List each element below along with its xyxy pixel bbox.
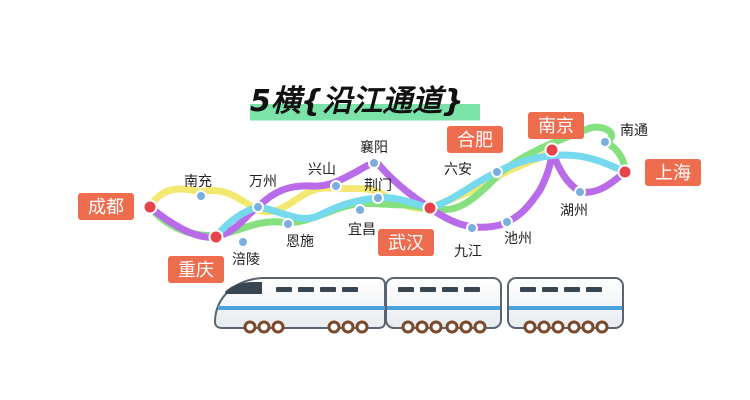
city-label-jiujiang: 九江 (454, 244, 482, 260)
station-nantong (599, 136, 611, 148)
city-label-chizhou: 池州 (504, 231, 532, 247)
hub-chengdu (142, 199, 158, 215)
badge-chengdu (78, 193, 134, 220)
city-label-wuhan: 武汉 (388, 233, 424, 254)
hub-shanghai (617, 164, 633, 180)
station-xiangyang (368, 157, 380, 169)
station-chizhou (501, 216, 513, 228)
city-label-wanzhou: 万州 (249, 174, 277, 190)
stations (142, 136, 633, 248)
city-label-liuan: 六安 (444, 162, 472, 178)
train-icon (213, 277, 624, 334)
hub-wuhan (422, 200, 438, 216)
train-car-front (213, 277, 386, 334)
badge-chongqing (168, 256, 224, 283)
city-label-nanchong: 南充 (184, 174, 212, 190)
city-label-xingshan: 兴山 (308, 162, 336, 178)
city-label-nanjing: 南京 (538, 116, 574, 137)
station-huzhou (574, 186, 586, 198)
station-liuan (491, 166, 503, 178)
hub-chongqing (208, 229, 224, 245)
station-jiujiang (466, 222, 478, 234)
station-xingshan (330, 180, 342, 192)
train-car-rear (507, 277, 624, 334)
city-badges (78, 112, 701, 283)
station-enshi (282, 218, 294, 230)
city-label-jingmen: 荆门 (364, 178, 392, 194)
city-label-fuling: 涪陵 (232, 252, 260, 268)
city-label-xiangyang: 襄阳 (360, 140, 388, 156)
badge-wuhan (378, 229, 434, 256)
page-title: 5横{沿江通道} (250, 80, 480, 124)
city-label-hefei: 合肥 (457, 130, 493, 151)
badge-shanghai (645, 159, 701, 186)
station-wanzhou (252, 201, 264, 213)
station-nanchong (195, 190, 207, 202)
station-jingmen (372, 192, 384, 204)
city-label-nantong: 南通 (620, 123, 648, 139)
station-yichang (354, 204, 366, 216)
badge-nanjing (528, 112, 584, 139)
city-label-enshi: 恩施 (286, 234, 314, 250)
city-label-yichang: 宜昌 (348, 222, 376, 238)
city-label-chengdu: 成都 (88, 197, 124, 218)
hub-nanjing (544, 142, 560, 158)
city-label-huzhou: 湖州 (560, 203, 588, 219)
station-fuling (237, 236, 249, 248)
badge-hefei (447, 126, 503, 153)
city-label-shanghai: 上海 (655, 163, 691, 184)
train-car-middle (385, 277, 502, 334)
city-label-chongqing: 重庆 (178, 260, 214, 281)
